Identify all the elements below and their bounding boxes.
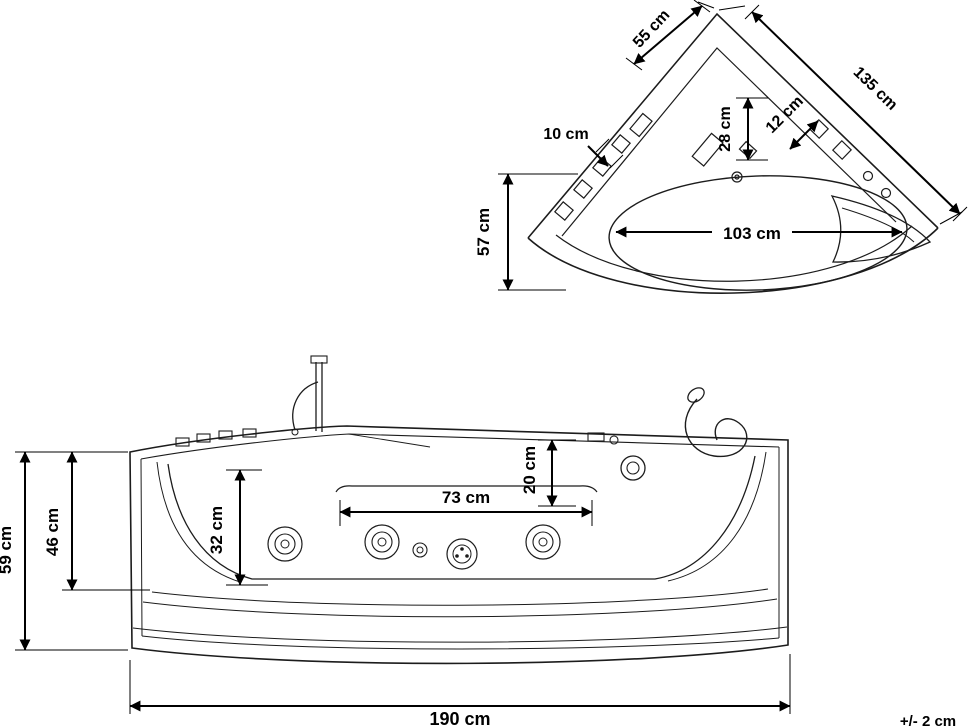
shower-hose-icon: [684, 387, 748, 458]
jet-icon: [364, 524, 400, 560]
jet-icon: [267, 526, 303, 562]
faucet-top-icon: [691, 132, 724, 167]
top-view-dimensions: 55 cm 135 cm 28 cm 12 cm 10 cm 57 cm 103…: [474, 0, 968, 291]
front-view-drawing: [129, 355, 789, 665]
drain-icon: [446, 538, 478, 570]
front-basin-wall-left: [156, 461, 241, 583]
dim-59-label: 59 cm: [0, 526, 15, 574]
dim-55-label: 55 cm: [630, 7, 673, 52]
overflow-icon: [731, 171, 743, 183]
rim-control-icon: [609, 435, 619, 445]
dim-103-label: 103 cm: [723, 224, 781, 243]
rim-control-icon: [587, 432, 605, 442]
front-basin-opening: [167, 455, 756, 580]
rim-control-icon: [175, 437, 190, 447]
dim-57-ext: [498, 173, 578, 291]
dim-135-ticks: [744, 4, 968, 222]
front-seat-line: [335, 485, 598, 493]
front-jets: [267, 524, 561, 570]
jet-square-icon: [553, 200, 575, 222]
dim-73-ticks: [339, 500, 593, 526]
front-outline: [129, 425, 789, 665]
jet-square-icon: [572, 178, 594, 200]
rim-control-icon: [196, 433, 211, 443]
dim-10-leader: [587, 145, 609, 167]
rim-control-icon: [242, 428, 257, 438]
dim-57-label: 57 cm: [474, 208, 493, 256]
jet-square-icon: [831, 139, 853, 161]
dim-28-label: 28 cm: [717, 106, 734, 151]
dim-32-label: 32 cm: [207, 506, 226, 554]
dim-10-label: 10 cm: [543, 126, 588, 143]
left-rim-controls: [175, 428, 257, 447]
jet-square-icon: [610, 133, 632, 155]
dim-28-ticks: [736, 97, 768, 161]
dim-32-ticks: [226, 469, 268, 586]
front-floor-line-2: [142, 598, 778, 618]
dim-12-line: [789, 120, 819, 150]
small-jet-icon: [412, 542, 428, 558]
corner-extension-lines: [697, 1, 963, 225]
dim-55-ticks: [625, 0, 711, 71]
front-apron-curve: [132, 626, 788, 643]
dim-135-label: 135 cm: [850, 64, 901, 114]
top-outer-front-curve: [527, 227, 939, 294]
control-knob-icon: [620, 455, 646, 481]
dim-190-ext: [129, 654, 791, 714]
tolerance-label: +/- 2 cm: [900, 713, 956, 728]
headrest-detail: [841, 207, 915, 243]
dim-20-label: 20 cm: [520, 446, 539, 494]
jet-square-icon: [808, 118, 830, 140]
jet-circle-icon: [880, 187, 892, 199]
front-floor-line-1: [151, 588, 769, 606]
dim-190-label: 190 cm: [429, 709, 490, 728]
front-inner-bottom: [141, 635, 780, 650]
front-inner-rim: [140, 433, 780, 460]
jet-panel-icon: [629, 112, 653, 138]
overflow-inner-icon: [734, 174, 740, 180]
top-view-drawing: [527, 1, 963, 294]
front-corner-ridge: [348, 433, 431, 448]
rim-control-icon: [218, 430, 233, 440]
front-inner-sides: [140, 447, 780, 638]
dim-103-label-bg: [712, 220, 792, 243]
dim-10-ticks: [595, 138, 624, 169]
front-view-dimensions: 59 cm 46 cm 32 cm 73 cm 20 cm 190 cm +/-…: [0, 439, 956, 728]
dim-20-ticks: [538, 439, 576, 507]
front-basin-wall-right: [667, 451, 767, 582]
dim-55-line: [633, 5, 703, 65]
dim-73-label: 73 cm: [442, 488, 490, 507]
dim-46-label: 46 cm: [43, 508, 62, 556]
dim-135-line: [751, 11, 961, 215]
top-inner-front-curve: [555, 225, 913, 282]
jet-icon: [525, 524, 561, 560]
faucet-icon: [291, 355, 328, 436]
jet-circle-icon: [862, 170, 874, 182]
